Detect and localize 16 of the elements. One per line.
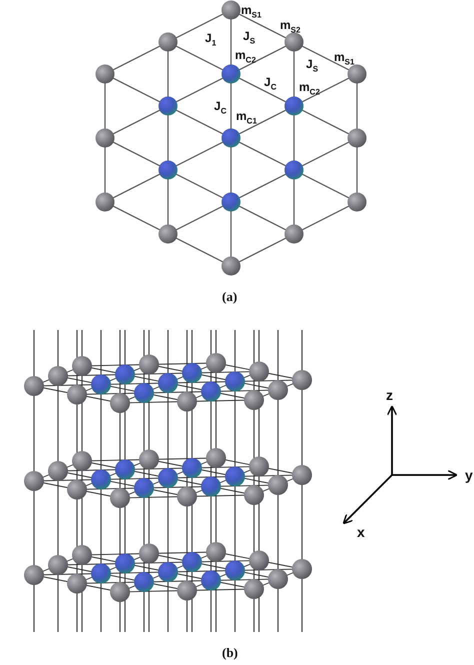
panel-label: (a) bbox=[222, 290, 238, 303]
coupling-label: J$_{S}$ bbox=[306, 58, 318, 74]
site-label: m$_{S1}$ bbox=[241, 4, 262, 20]
axis-label: x bbox=[357, 525, 365, 539]
axis-label: z bbox=[386, 388, 393, 402]
coupling-label: J$_{C}$ bbox=[264, 76, 276, 92]
site-label: m$_{C2}$ bbox=[235, 49, 256, 64]
panel-label: (b) bbox=[222, 646, 238, 659]
coupling-label: J$_{C}$ bbox=[214, 100, 226, 116]
coupling-label: J$_{S}$ bbox=[243, 30, 256, 46]
axis-label: y bbox=[465, 468, 473, 482]
site-label: m$_{S2}$ bbox=[280, 19, 300, 34]
site-label: m$_{S1}$ bbox=[334, 51, 354, 66]
site-label: m$_{C1}$ bbox=[236, 110, 257, 126]
coupling-label: J$_{1}$ bbox=[205, 32, 216, 48]
site-label: m$_{C2}$ bbox=[299, 81, 320, 96]
